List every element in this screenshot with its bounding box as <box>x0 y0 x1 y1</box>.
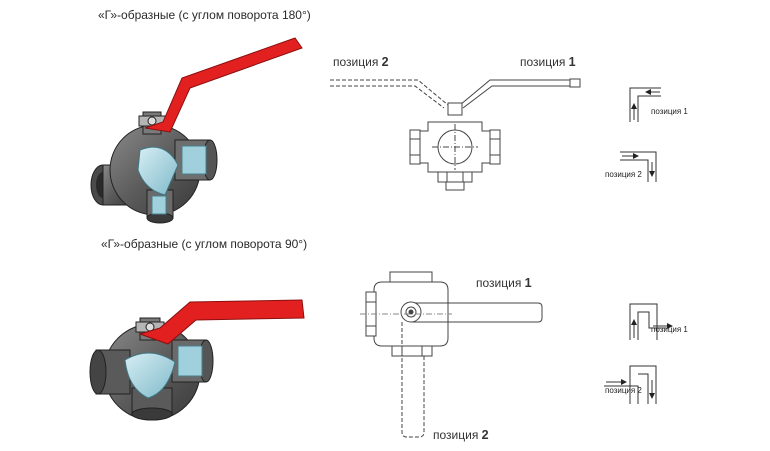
label-position-2-top: позиция 2 <box>333 55 389 69</box>
schema-label-180-pos1: позиция 1 <box>651 107 688 116</box>
valve-drawing-90 <box>360 271 543 438</box>
schema-label-90-pos2: позиция 2 <box>605 386 642 395</box>
valve-drawing-180 <box>330 78 581 191</box>
label-position-2-bottom: позиция 2 <box>433 428 489 442</box>
label-position-1-bottom: позиция 1 <box>476 276 532 290</box>
flow-schematic-180-pos1 <box>629 87 661 122</box>
valve-3d-180 <box>90 37 303 224</box>
flow-schematic-90-pos2 <box>604 365 657 404</box>
flow-schematic-180-pos2 <box>620 151 657 182</box>
valve-3d-90 <box>89 299 305 421</box>
schema-label-90-pos1: позиция 1 <box>651 325 688 334</box>
schema-label-180-pos2: позиция 2 <box>605 170 642 179</box>
section-title-90: «Г»-образные (с углом поворота 90°) <box>101 237 308 251</box>
label-position-1-top: позиция 1 <box>520 55 576 69</box>
section-title-180: «Г»-образные (с углом поворота 180°) <box>98 8 311 22</box>
flow-schematic-90-pos1 <box>629 303 673 340</box>
